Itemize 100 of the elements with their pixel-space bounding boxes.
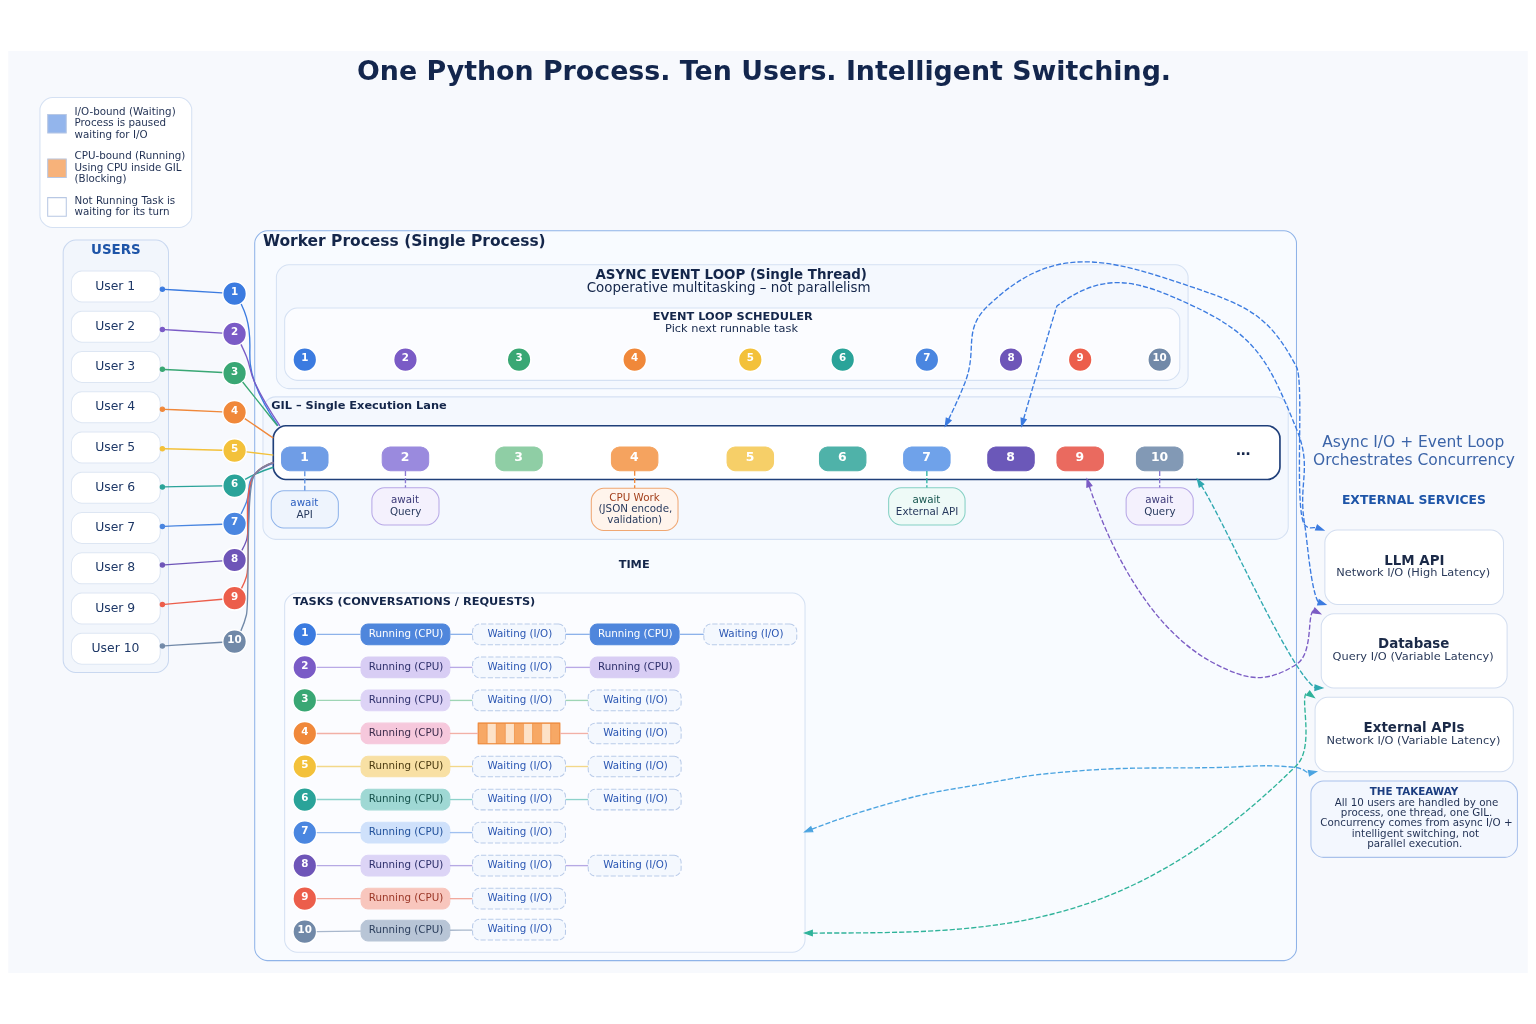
node-box: Running (CPU)	[360, 656, 451, 679]
node-box: 7	[903, 446, 951, 472]
node-circle: 5	[292, 753, 318, 780]
connector	[240, 462, 274, 515]
connector	[159, 366, 223, 374]
connector	[449, 864, 473, 867]
node-circle: 10	[221, 628, 248, 655]
node-circle: 7	[914, 347, 940, 373]
arrow	[1086, 477, 1323, 679]
node-circle: 1	[292, 621, 318, 647]
node-box: 9	[1056, 446, 1104, 472]
node-circle: 9	[292, 886, 318, 912]
connector	[316, 930, 362, 933]
connector	[559, 732, 589, 735]
node-circle: 10	[292, 919, 318, 945]
connector	[159, 326, 223, 334]
connector	[316, 699, 362, 702]
node-circle: 10	[1147, 347, 1173, 373]
connector	[678, 633, 705, 635]
arrow	[803, 765, 1319, 833]
connector	[1159, 470, 1161, 489]
label: …	[1236, 442, 1251, 459]
node-circle: 8	[292, 852, 318, 879]
node-box: Waiting (I/O)	[587, 854, 682, 877]
arrow	[1196, 477, 1325, 692]
connector	[449, 898, 473, 900]
node-box: External APIs Network I/O (Variable Latency)	[1314, 696, 1514, 773]
connector	[240, 303, 279, 427]
arrow	[1020, 282, 1328, 606]
connector	[449, 831, 473, 834]
connector	[316, 732, 362, 735]
connector	[316, 798, 362, 801]
connector	[159, 445, 223, 452]
node-box: User 5	[70, 431, 161, 464]
connector	[316, 864, 362, 867]
node-box: User 10	[70, 632, 161, 665]
connector	[449, 765, 473, 768]
node-circle: 4	[221, 399, 248, 425]
node-box: User 2	[70, 310, 161, 343]
connector	[449, 699, 473, 702]
connector	[449, 732, 479, 735]
node-circle: 6	[830, 347, 856, 373]
node-box: User 7	[70, 512, 161, 544]
node-circle: 4	[292, 720, 318, 747]
node-circle: 6	[221, 473, 248, 499]
node-box: Waiting (I/O)	[587, 788, 682, 811]
cluster	[272, 424, 1281, 481]
node-circle: 9	[221, 585, 248, 611]
connector	[316, 633, 362, 635]
label: EXTERNAL SERVICES	[1341, 493, 1486, 508]
node-box: Waiting (I/O)	[472, 788, 566, 811]
node-box: await Query	[1125, 487, 1194, 526]
node-box: 5	[726, 446, 775, 472]
node-box: Waiting (I/O)	[472, 689, 566, 712]
node-circle: 8	[998, 347, 1024, 373]
node-circle: 9	[1067, 347, 1093, 373]
node-box: Waiting (I/O)	[472, 623, 566, 646]
node-circle: 5	[221, 437, 248, 464]
node-box: Running (CPU)	[589, 623, 680, 646]
legend-label: I/O-bound (Waiting) Process is paused waiting for I/O	[74, 105, 176, 140]
node-box: Waiting (I/O)	[587, 722, 682, 745]
connector	[159, 286, 223, 294]
node-circle: 8	[221, 547, 248, 573]
connector	[634, 470, 636, 489]
legend-label: Not Running Task is waiting for its turn	[74, 193, 176, 218]
node-box: Waiting (I/O)	[472, 755, 566, 778]
node-box: 4	[610, 446, 659, 472]
legend-label: CPU-bound (Running) Using CPU inside GIL (Blocking)	[74, 149, 186, 185]
node-box: Running (CPU)	[360, 919, 451, 942]
connector	[240, 461, 274, 632]
node-circle: 2	[221, 321, 248, 347]
node-box: Running (CPU)	[360, 755, 451, 778]
node-box: Waiting (I/O)	[472, 887, 566, 910]
node-box: THE TAKEAWAY All 10 users are handled by one process, one thread, one GIL. Concurrency comes from async I/O + intelligent switching, not parallel execution.	[1310, 780, 1518, 858]
connector	[316, 831, 362, 834]
node-box: Running (CPU)	[360, 854, 451, 877]
node-box: Running (CPU)	[360, 788, 451, 811]
connector	[244, 466, 274, 481]
node-box: await API	[270, 490, 339, 529]
connector	[404, 470, 407, 489]
node-box: Waiting (I/O)	[472, 821, 566, 844]
node-circle: 6	[292, 786, 318, 813]
connector	[564, 633, 591, 635]
node-box: User 9	[70, 592, 161, 625]
arrow	[944, 261, 1326, 531]
node-box: Waiting (I/O)	[472, 918, 566, 941]
node-box: Waiting (I/O)	[472, 854, 566, 877]
node-box: User 8	[70, 552, 161, 585]
node-box: 2	[381, 446, 430, 472]
node-box: User 1	[70, 270, 161, 303]
node-box: Waiting (I/O)	[472, 656, 566, 679]
connector	[926, 470, 928, 489]
node-circle: 4	[622, 347, 648, 373]
node-box: User 3	[70, 350, 161, 383]
connector	[159, 560, 223, 568]
node-box: User 4	[70, 391, 161, 424]
connector	[564, 699, 589, 702]
node-circle: 1	[221, 281, 248, 307]
connector	[240, 343, 281, 427]
node-circle: 1	[292, 347, 318, 373]
